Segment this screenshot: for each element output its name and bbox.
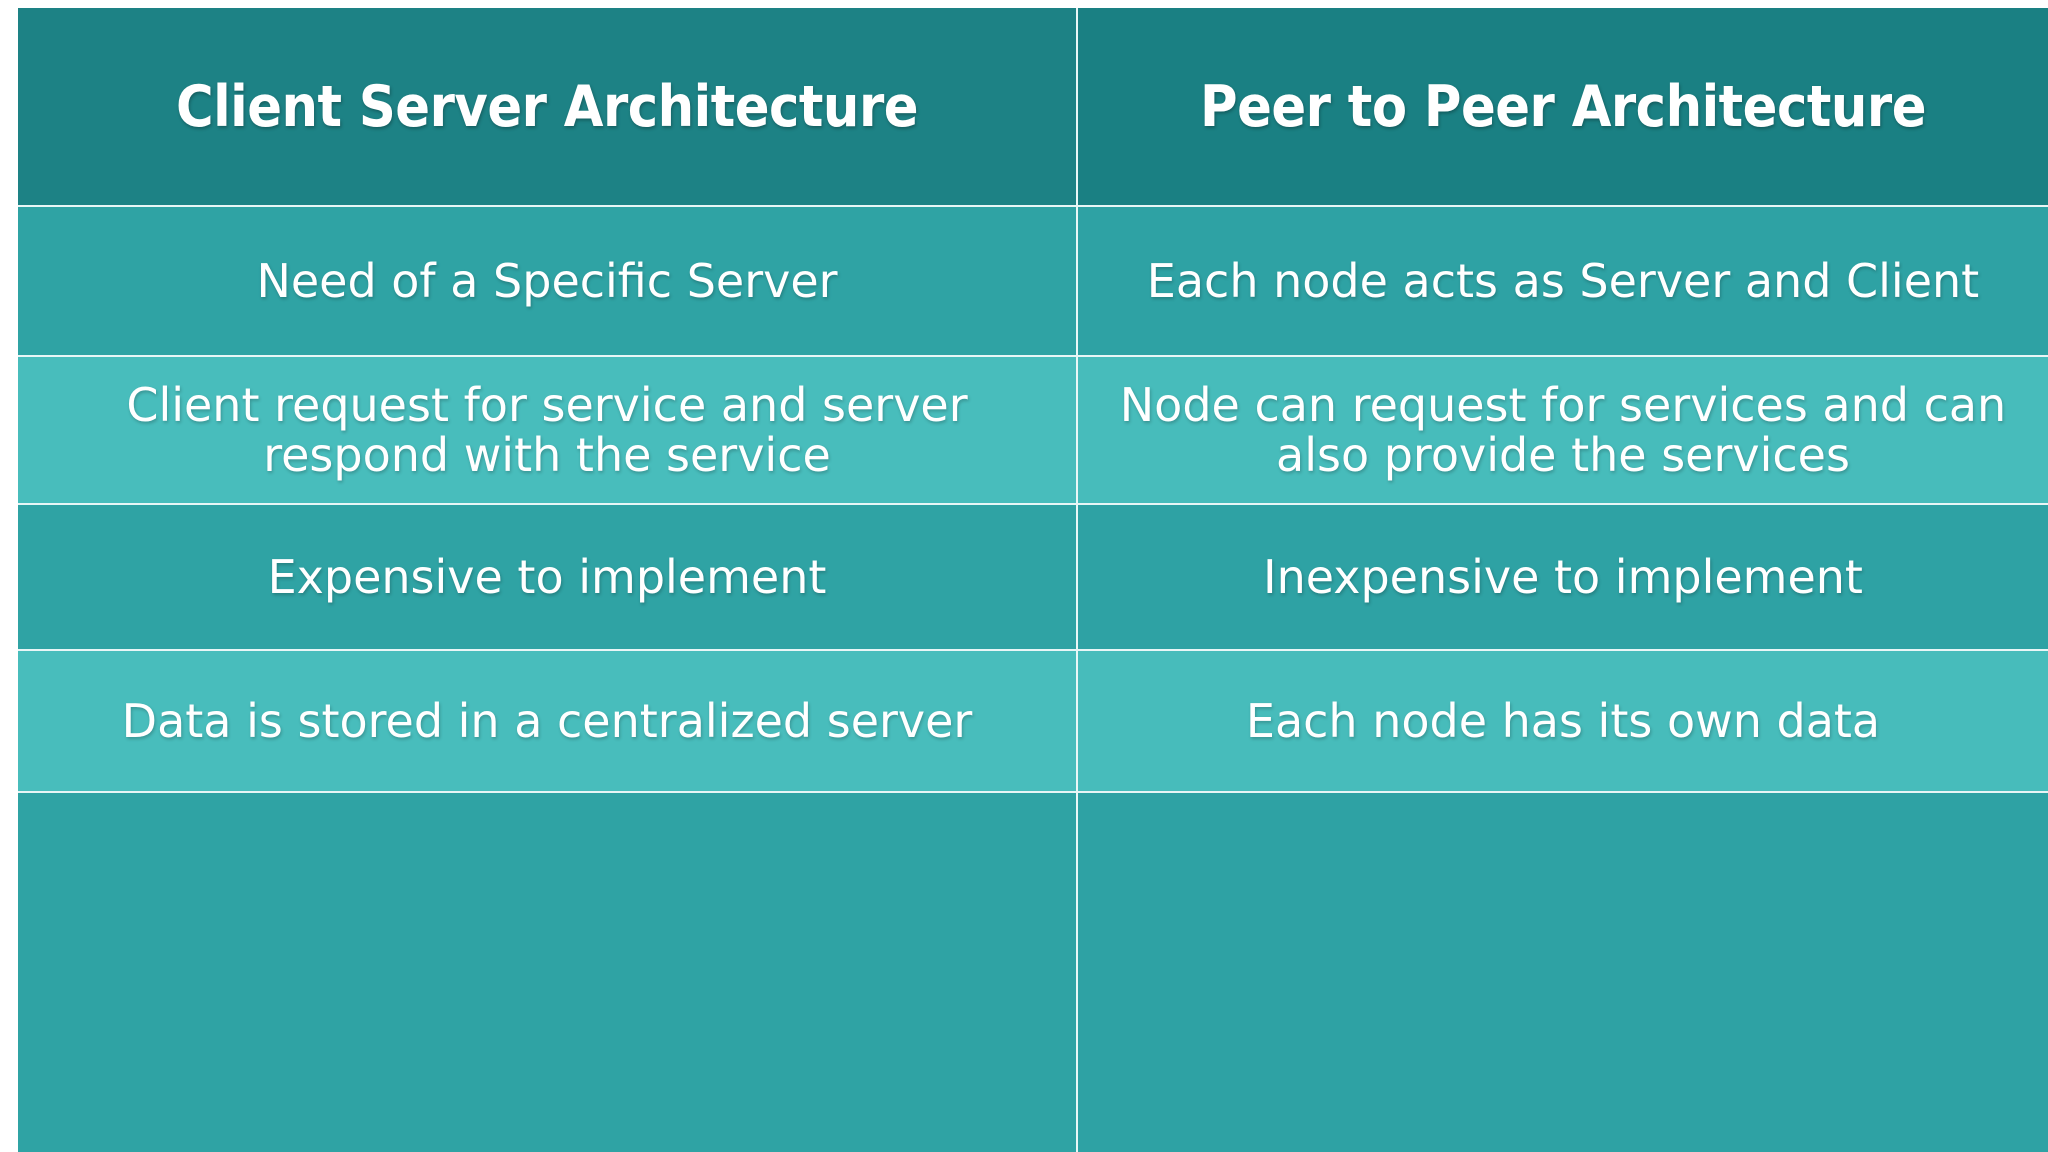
- row-2-cell-right: Node can request for services and can al…: [1078, 357, 2048, 503]
- row-2-text-left: Client request for service and server re…: [126, 377, 968, 482]
- row-1-text-left: Need of a Specific Server: [256, 253, 838, 308]
- table-row: Client request for service and server re…: [18, 355, 2048, 503]
- header-label-client-server: Client Server Architecture: [175, 73, 919, 140]
- row-2-text-right: Node can request for services and can al…: [1119, 377, 2007, 482]
- row-4-text-right: Each node has its own data: [1245, 693, 1881, 748]
- comparison-table: Client Server Architecture Peer to Peer …: [18, 8, 2048, 1152]
- table-row: Data is stored in a centralized server E…: [18, 649, 2048, 791]
- row-4-cell-left: Data is stored in a centralized server: [18, 651, 1078, 791]
- row-3-cell-right: Inexpensive to implement: [1078, 505, 2048, 649]
- header-cell-client-server: Client Server Architecture: [18, 8, 1078, 205]
- header-cell-peer-to-peer: Peer to Peer Architecture: [1078, 8, 2048, 205]
- row-5-cell-left: [18, 793, 1078, 1152]
- header-label-peer-to-peer: Peer to Peer Architecture: [1200, 73, 1926, 140]
- row-1-cell-left: Need of a Specific Server: [18, 207, 1078, 355]
- row-5-cell-right: [1078, 793, 2048, 1152]
- row-2-cell-left: Client request for service and server re…: [18, 357, 1078, 503]
- row-3-text-left: Expensive to implement: [267, 549, 827, 604]
- row-3-text-right: Inexpensive to implement: [1263, 549, 1863, 604]
- table-row-empty: [18, 791, 2048, 1152]
- row-3-cell-left: Expensive to implement: [18, 505, 1078, 649]
- row-4-text-left: Data is stored in a centralized server: [121, 693, 973, 748]
- row-1-text-right: Each node acts as Server and Client: [1146, 253, 1980, 308]
- table-header-row: Client Server Architecture Peer to Peer …: [18, 8, 2048, 205]
- row-4-cell-right: Each node has its own data: [1078, 651, 2048, 791]
- table-row: Expensive to implement Inexpensive to im…: [18, 503, 2048, 649]
- row-1-cell-right: Each node acts as Server and Client: [1078, 207, 2048, 355]
- table-row: Need of a Specific Server Each node acts…: [18, 205, 2048, 355]
